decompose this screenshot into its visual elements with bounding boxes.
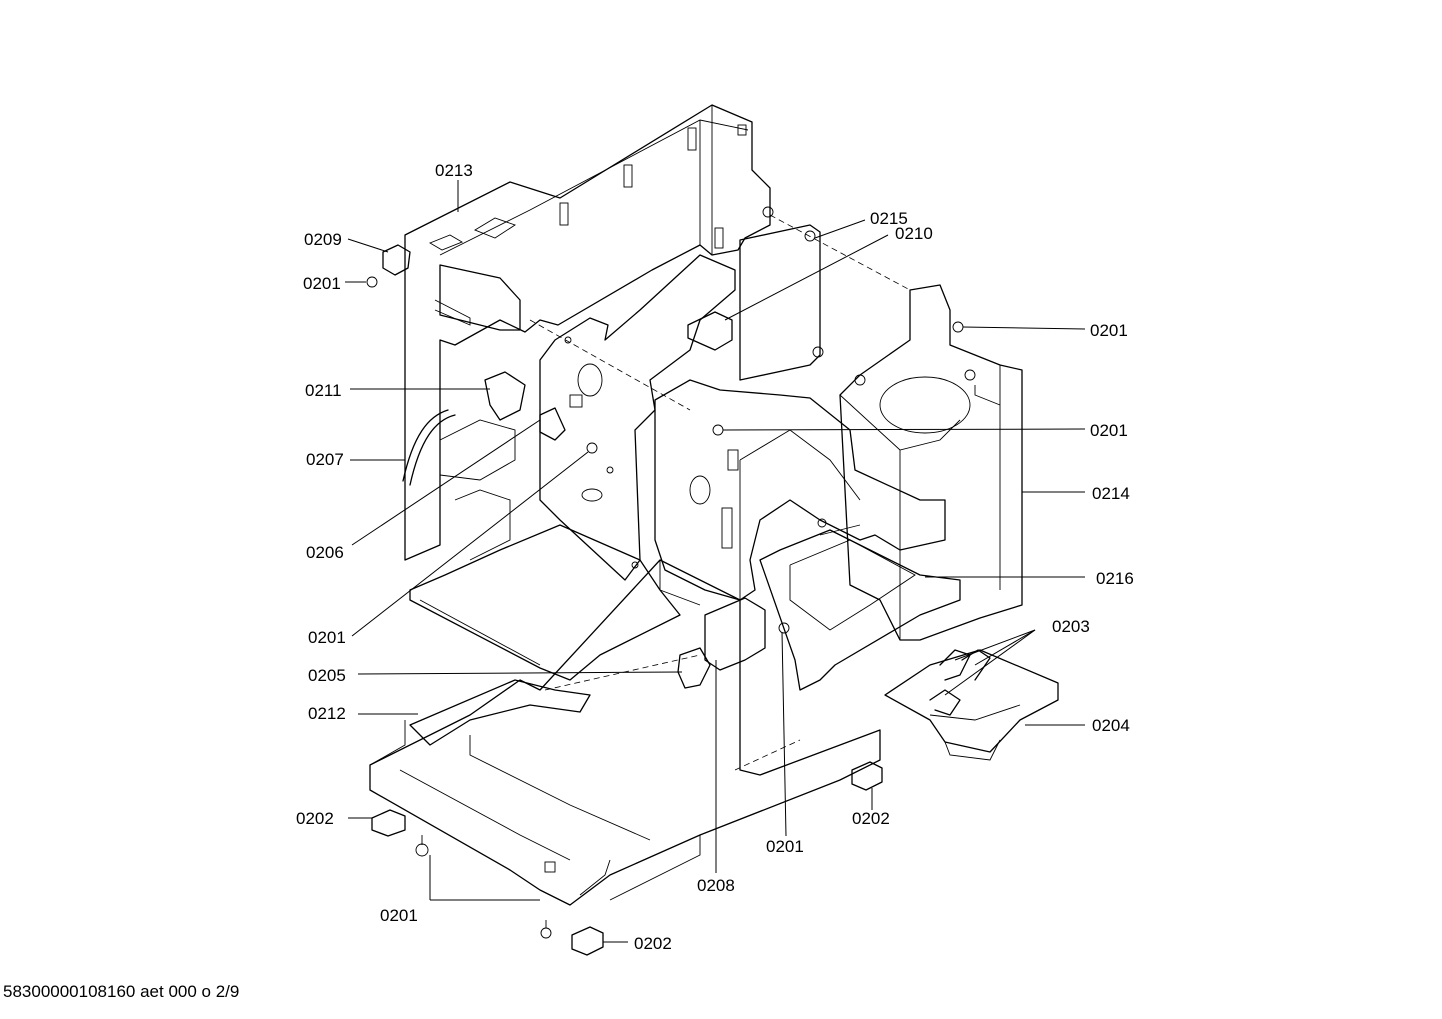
callout-0204: 0204	[1092, 716, 1130, 735]
document-code: 58300000108160 aet 000 o 2/9	[3, 982, 240, 1001]
callout-0202-c: 0202	[634, 934, 672, 953]
callout-0201-e: 0201	[380, 906, 418, 925]
callout-0210: 0210	[895, 224, 933, 243]
upper-frame-part-0213	[404, 104, 774, 561]
clips-part-0203	[929, 649, 991, 716]
callout-0206: 0206	[306, 543, 344, 562]
callout-0205: 0205	[308, 666, 346, 685]
callout-0214: 0214	[1092, 484, 1130, 503]
callout-0201-f: 0201	[766, 837, 804, 856]
tray-part-0204	[884, 649, 1059, 761]
lower-chassis	[369, 559, 881, 906]
callout-0201-c: 0201	[1090, 421, 1128, 440]
callout-0215: 0215	[870, 209, 908, 228]
feet-part-0202	[371, 761, 883, 956]
callout-0202-a: 0202	[296, 809, 334, 828]
base-sheet	[409, 524, 681, 681]
hidden-lines	[529, 214, 911, 771]
callout-0201-a: 0201	[303, 274, 341, 293]
callout-0211: 0211	[305, 381, 342, 400]
carrier-block	[654, 379, 946, 601]
base-part-0212	[409, 679, 591, 746]
callout-0216: 0216	[1096, 569, 1134, 588]
callout-0213: 0213	[435, 161, 473, 180]
callout-0208: 0208	[697, 876, 735, 895]
parts-0205-0206-0207-0208	[402, 407, 766, 689]
housing-part-0214	[839, 284, 1023, 641]
callout-0202-b: 0202	[852, 809, 890, 828]
callout-0203: 0203	[1052, 617, 1090, 636]
callout-0209: 0209	[304, 230, 342, 249]
center-plate	[539, 254, 736, 581]
callout-0201-d: 0201	[308, 628, 346, 647]
callout-0212: 0212	[308, 704, 346, 723]
drip-frame-part-0216	[759, 518, 961, 691]
callout-0201-b: 0201	[1090, 321, 1128, 340]
plate-part-0215	[739, 224, 824, 381]
callout-0207: 0207	[306, 450, 344, 469]
parts-0209-0210-0211	[382, 244, 733, 421]
leader-lines	[345, 180, 1086, 943]
